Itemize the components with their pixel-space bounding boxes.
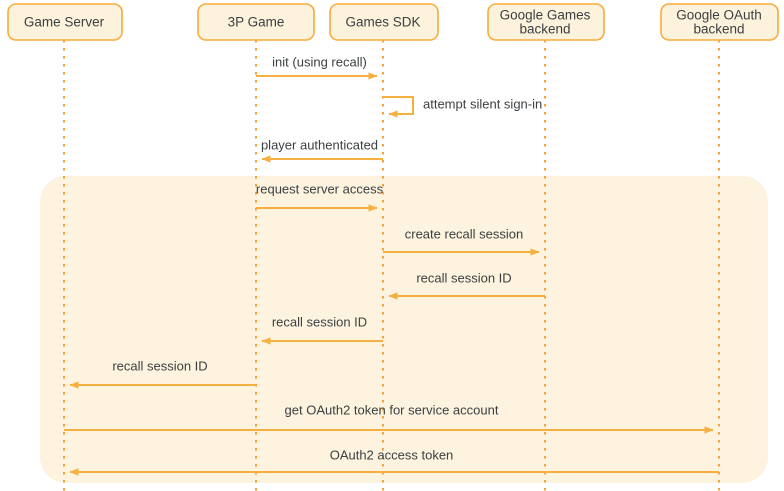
participant-3p-game[interactable]: 3P Game bbox=[197, 3, 315, 41]
participant-games-sdk[interactable]: Games SDK bbox=[329, 3, 439, 41]
participant-label: Game Server bbox=[24, 15, 105, 30]
participant-label: Games SDK bbox=[345, 15, 420, 30]
message-label: OAuth2 access token bbox=[330, 447, 454, 462]
participant-box[interactable] bbox=[197, 3, 315, 41]
highlight-region bbox=[40, 176, 768, 483]
participant-label-line2: backend bbox=[693, 22, 744, 37]
message-label: request server access bbox=[256, 181, 384, 196]
message-label: get OAuth2 token for service account bbox=[285, 402, 499, 417]
participant-box[interactable] bbox=[487, 3, 605, 41]
lifeline-layer bbox=[63, 40, 720, 491]
message-label: player authenticated bbox=[261, 137, 378, 152]
message-m3: player authenticated bbox=[261, 137, 383, 163]
message-label: recall session ID bbox=[416, 270, 511, 285]
message-m1: init (using recall) bbox=[256, 54, 378, 80]
participant-game-server[interactable]: Game Server bbox=[7, 3, 123, 41]
message-label: attempt silent sign-in bbox=[423, 96, 542, 111]
participant-label-line1: Google OAuth bbox=[676, 8, 762, 23]
message-m4: request server access bbox=[256, 181, 384, 212]
message-label: create recall session bbox=[405, 226, 524, 241]
participant-label-line1: Google Games bbox=[500, 8, 591, 23]
message-m2: attempt silent sign-in bbox=[383, 96, 542, 118]
participant-box[interactable] bbox=[329, 3, 439, 41]
participant-box[interactable] bbox=[7, 3, 123, 41]
message-m6: recall session ID bbox=[388, 270, 545, 300]
message-label: init (using recall) bbox=[272, 54, 367, 69]
message-m9: get OAuth2 token for service account bbox=[64, 402, 714, 434]
message-layer: init (using recall) attempt silent sign-i… bbox=[64, 54, 719, 476]
message-m10: OAuth2 access token bbox=[69, 447, 719, 476]
participant-label-line2: backend bbox=[519, 22, 570, 37]
message-m7: recall session ID bbox=[261, 314, 383, 345]
participant-label: 3P Game bbox=[228, 15, 285, 30]
highlight-region-layer bbox=[40, 176, 768, 483]
message-label: recall session ID bbox=[112, 358, 207, 373]
message-arrow-self bbox=[383, 96, 414, 118]
message-m5: create recall session bbox=[383, 226, 540, 256]
participant-box[interactable] bbox=[660, 3, 779, 41]
message-m8: recall session ID bbox=[69, 358, 256, 389]
message-label: recall session ID bbox=[272, 314, 367, 329]
